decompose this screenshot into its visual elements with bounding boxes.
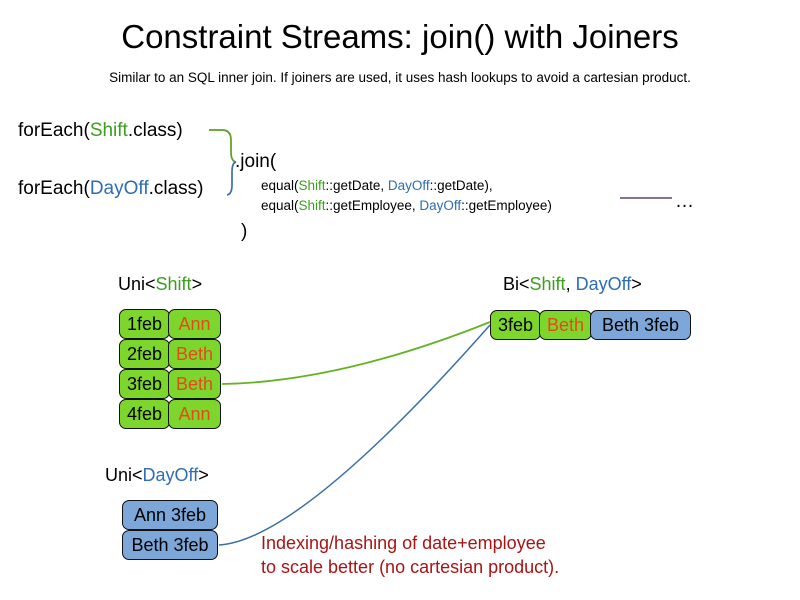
continuation-ellipsis: … <box>675 191 695 212</box>
bi-label-prefix: Bi< <box>503 274 530 294</box>
foreach-shift-type: Shift <box>89 120 128 141</box>
equal1-left-method: ::getDate, <box>325 178 388 193</box>
equal2-right-method: ::getEmployee) <box>461 198 552 213</box>
equal1-right-method: ::getDate), <box>429 178 493 193</box>
equal2-left-type: Shift <box>298 198 326 213</box>
bi-label-separator: , <box>565 274 576 294</box>
uni-dayoff-label-suffix: > <box>198 465 209 485</box>
equal1-right-type: DayOff <box>387 178 430 193</box>
shift-row-employee: Ann <box>168 399 221 429</box>
shift-row-date: 3feb <box>119 369 170 399</box>
code-foreach-shift: forEach(Shift.class) <box>18 120 183 142</box>
shift-row-date: 2feb <box>119 339 170 369</box>
page-subtitle: Similar to an SQL inner join. If joiners… <box>109 70 691 85</box>
shift-row-date: 1feb <box>119 309 170 339</box>
code-join-open: .join( <box>235 151 277 172</box>
equal1-left-type: Shift <box>298 178 326 193</box>
connector-shift-fact-to-bi <box>221 321 491 385</box>
label-bi-shift-dayoff: Bi<Shift, DayOff> <box>503 274 642 295</box>
connector-dayoff-fact-to-bi <box>218 324 491 546</box>
annotation-text: Indexing/hashing of date+employee to sca… <box>261 531 559 580</box>
code-foreach-dayoff: forEach(DayOff.class) <box>18 178 204 200</box>
equal2-right-type: DayOff <box>419 198 462 213</box>
bi-tuple-shift-date: 3feb <box>490 310 541 340</box>
annotation-line-2: to scale better (no cartesian product). <box>261 557 560 578</box>
page-title: Constraint Streams: join() with Joiners <box>121 18 679 55</box>
foreach-dayoff-suffix: .class) <box>148 178 204 199</box>
code-joiner-equal-date: equal(Shift::getDate, DayOff::getDate), <box>261 178 493 194</box>
bi-label-type-dayoff: DayOff <box>575 274 632 294</box>
code-joiner-equal-employee: equal(Shift::getEmployee, DayOff::getEmp… <box>261 198 552 214</box>
uni-shift-label-suffix: > <box>191 274 203 294</box>
uni-dayoff-label-prefix: Uni< <box>105 465 143 485</box>
foreach-shift-prefix: forEach( <box>18 120 90 141</box>
connector-shift-to-join <box>209 129 237 163</box>
shift-row-employee: Beth <box>168 369 221 399</box>
label-uni-dayoff: Uni<DayOff> <box>105 465 209 486</box>
shift-row-employee: Ann <box>168 309 221 339</box>
uni-shift-label-type: Shift <box>155 274 192 294</box>
bi-tuple-shift-employee: Beth <box>539 310 592 340</box>
bi-label-type-shift: Shift <box>529 274 566 294</box>
annotation-line-1: Indexing/hashing of date+employee <box>261 533 546 553</box>
uni-shift-label-prefix: Uni< <box>118 274 156 294</box>
dayoff-row: Ann 3feb <box>122 500 218 530</box>
label-uni-shift: Uni<Shift> <box>118 274 202 295</box>
foreach-shift-suffix: .class) <box>127 120 183 141</box>
bi-label-suffix: > <box>631 274 642 294</box>
dayoff-row: Beth 3feb <box>122 530 218 560</box>
equal2-left-method: ::getEmployee, <box>325 198 420 213</box>
uni-dayoff-label-type: DayOff <box>142 465 199 485</box>
foreach-dayoff-type: DayOff <box>89 178 149 199</box>
bi-tuple-dayoff: Beth 3feb <box>590 310 691 340</box>
continuation-rule <box>620 197 672 199</box>
equal2-prefix: equal( <box>261 198 299 213</box>
code-join-close: ) <box>241 221 248 242</box>
foreach-dayoff-prefix: forEach( <box>18 178 90 199</box>
shift-row-date: 4feb <box>119 399 170 429</box>
shift-row-employee: Beth <box>168 339 221 369</box>
equal1-prefix: equal( <box>261 178 299 193</box>
